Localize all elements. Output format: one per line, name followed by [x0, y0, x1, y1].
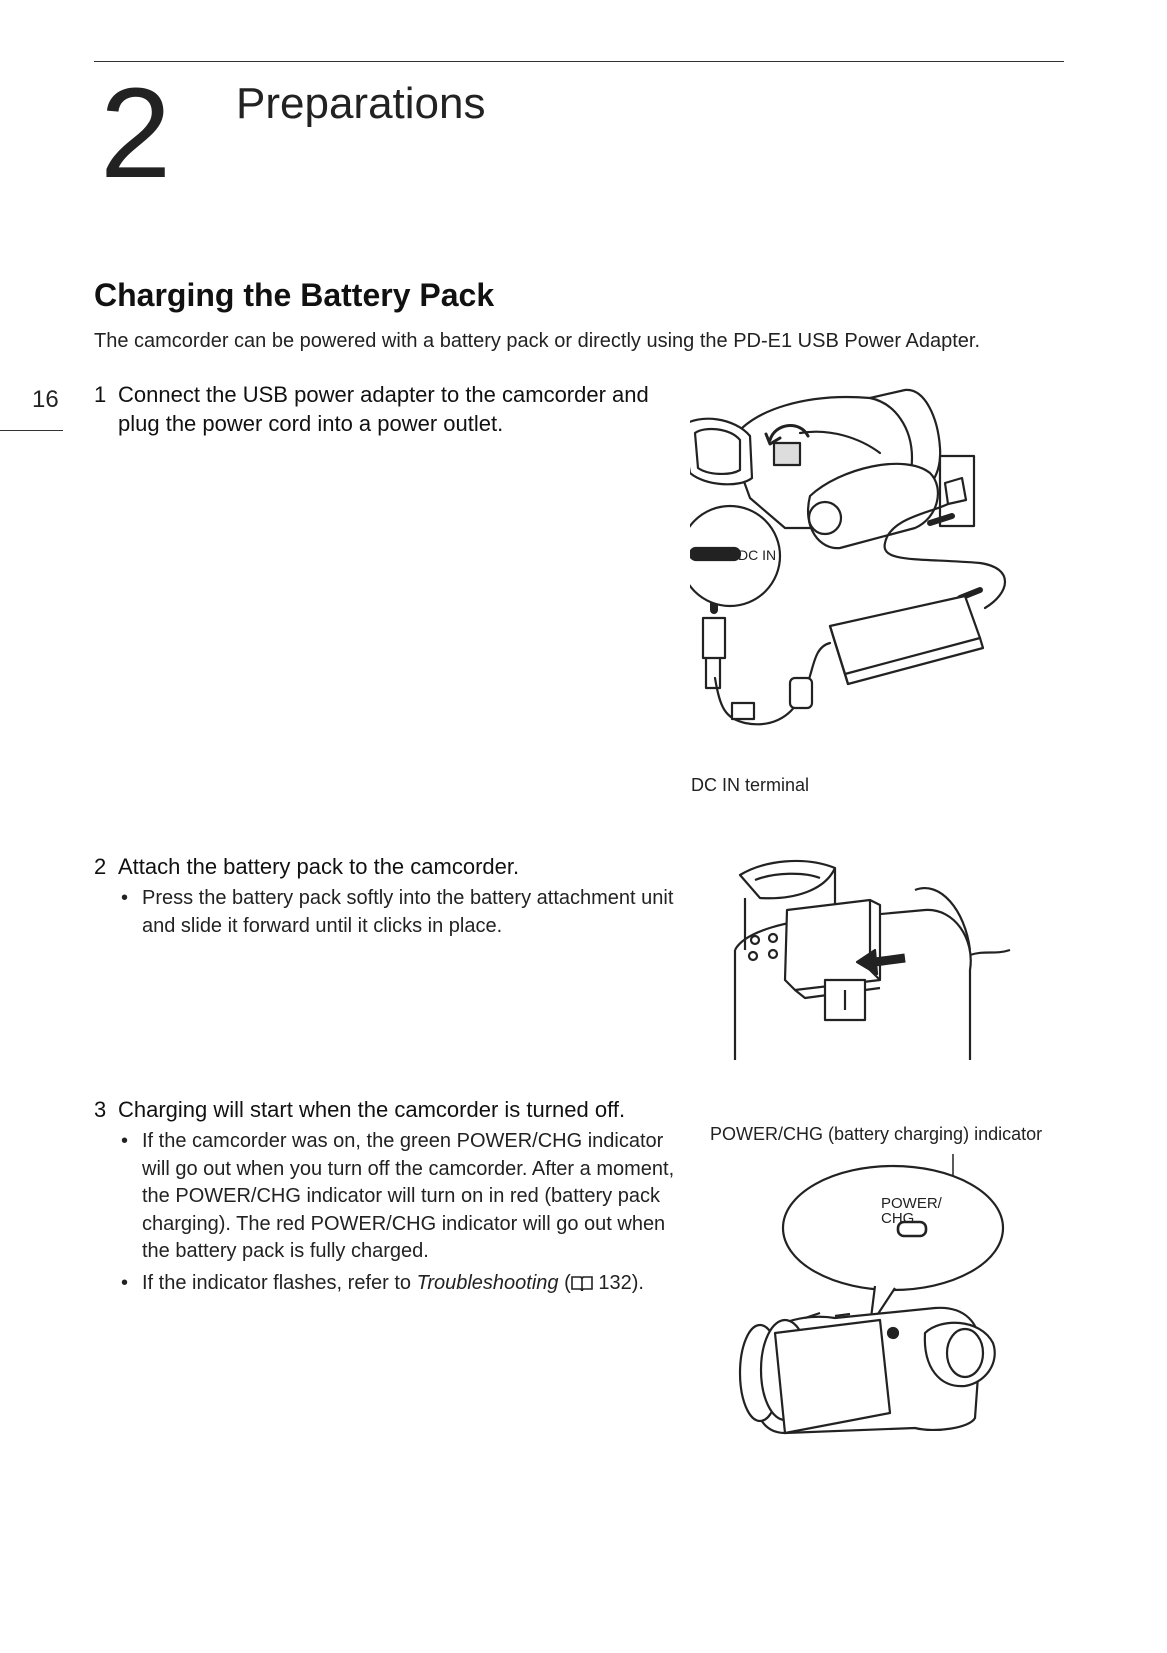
step-3-bullets: If the camcorder was on, the green POWER…: [118, 1128, 678, 1297]
callout-power-label: POWER/: [881, 1195, 943, 1212]
section-title: Charging the Battery Pack: [94, 277, 495, 313]
step-number: 1: [94, 382, 107, 407]
book-icon: [570, 1275, 593, 1291]
figure-power-chg-indicator: POWER/ CHG: [738, 1154, 1005, 1435]
step-text: Charging will start when the camcorder i…: [118, 1097, 626, 1122]
figure-battery-attach: [733, 859, 1011, 1060]
page-number: 16: [32, 386, 59, 413]
section-intro: The camcorder can be powered with a batt…: [94, 330, 980, 352]
step-1: 1 Connect the USB power adapter to the c…: [94, 380, 664, 438]
step-3: 3 Charging will start when the camcorder…: [94, 1095, 694, 1301]
step-2-bullets: Press the battery pack softly into the b…: [118, 885, 694, 940]
troubleshooting-link[interactable]: Troubleshooting: [416, 1271, 559, 1294]
power-chg-indicator-caption: POWER/CHG (battery charging) indicator: [710, 1124, 1043, 1144]
callout-chg-label: CHG: [881, 1210, 914, 1227]
dc-in-label: DC IN: [738, 547, 776, 563]
top-rule: [94, 61, 1064, 62]
page-number-rule: [0, 430, 63, 431]
dc-in-terminal-caption: DC IN terminal: [691, 775, 810, 795]
bullet-item-troubleshooting: If the indicator flashes, refer to Troub…: [118, 1270, 678, 1298]
step-2: 2 Attach the battery pack to the camcord…: [94, 852, 694, 944]
step-number: 3: [94, 1097, 107, 1122]
step-text: Attach the battery pack to the camcorder…: [118, 854, 520, 879]
chapter-number: 2: [100, 62, 172, 205]
step-number: 2: [94, 854, 107, 879]
bullet-item: Press the battery pack softly into the b…: [118, 885, 694, 940]
figure-usb-adapter-connection: DC IN: [690, 388, 1007, 726]
bullet-item: If the camcorder was on, the green POWER…: [118, 1128, 678, 1266]
chapter-title: Preparations: [236, 79, 486, 128]
step-text: Connect the USB power adapter to the cam…: [118, 382, 649, 436]
